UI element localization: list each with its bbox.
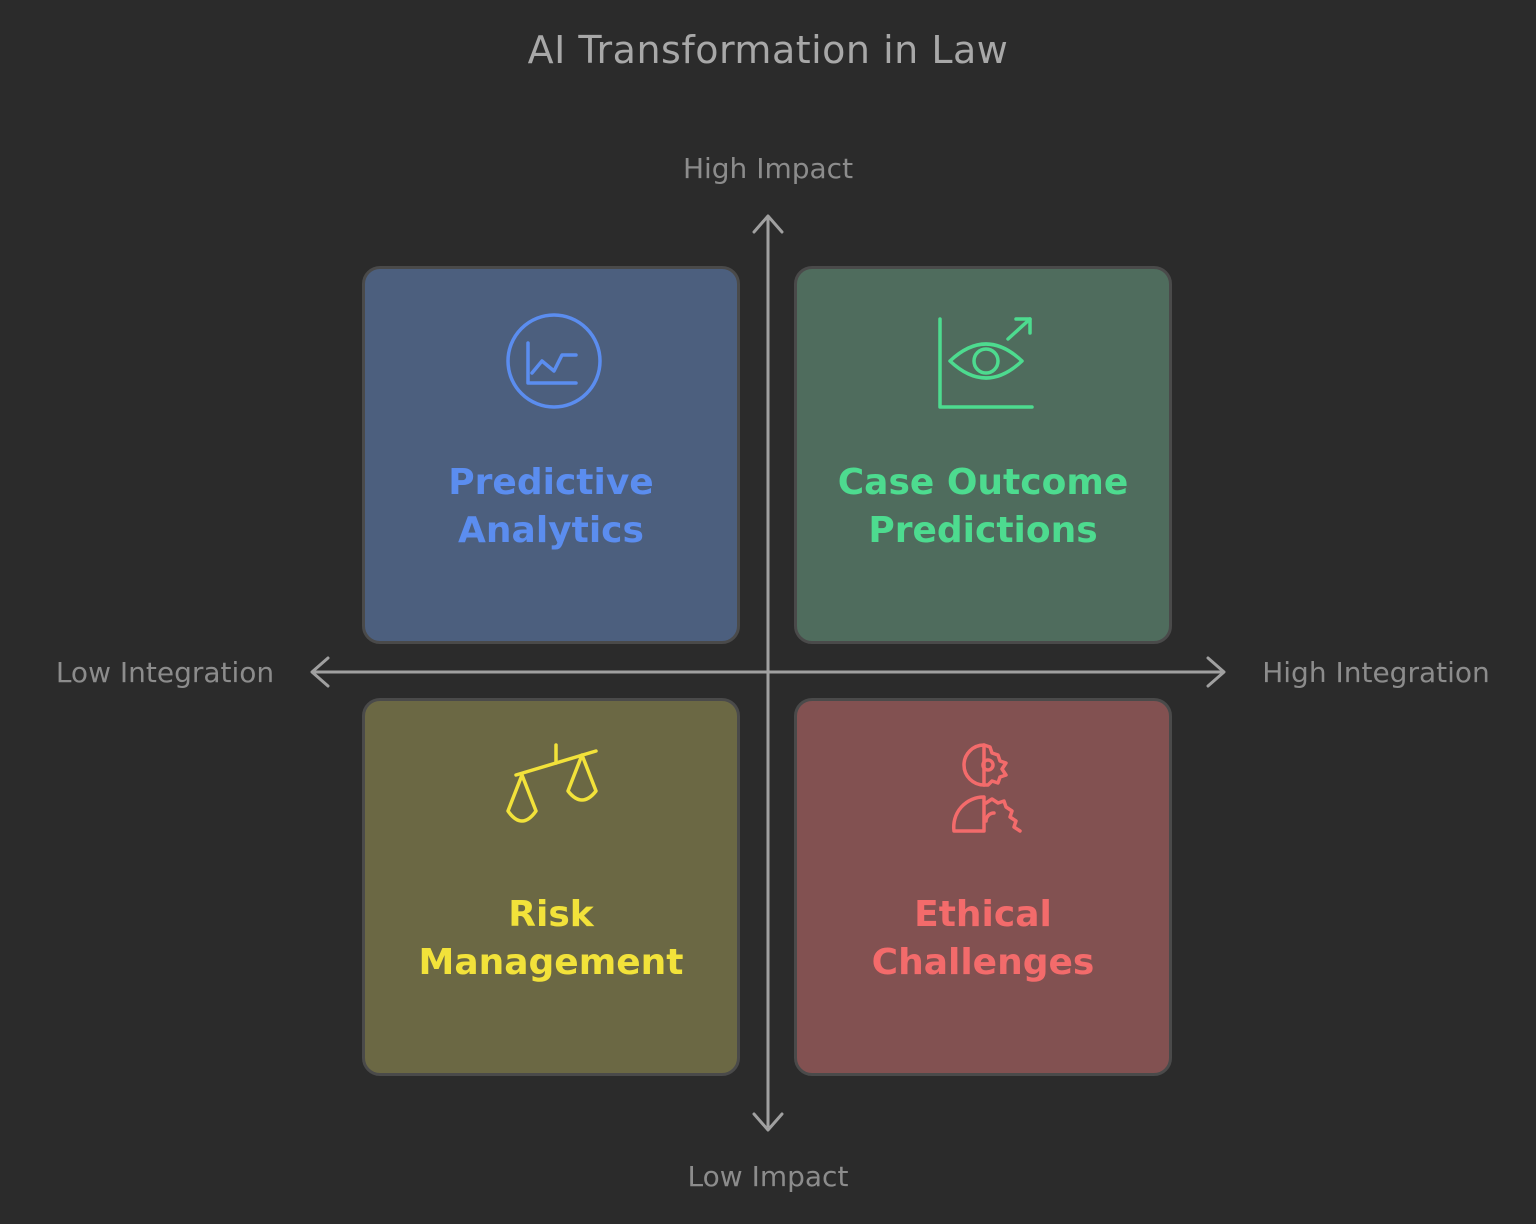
label-line: Predictive [448,462,654,503]
x-axis-left-label: Low Integration [55,656,275,689]
line-chart-circle-icon [506,313,602,409]
quadrant-risk-management: Risk Management [362,698,740,1076]
quadrant-predictive-analytics: Predictive Analytics [362,266,740,644]
label-line: Analytics [458,510,644,551]
diagram-title: AI Transformation in Law [527,28,1009,72]
quadrant-case-outcome-predictions: Case Outcome Predictions [794,266,1172,644]
label-line: Risk [508,894,594,935]
label-line: Ethical [914,894,1052,935]
label-line: Management [418,942,684,983]
balance-scale-icon [506,743,598,823]
quadrant-label-predictive-analytics: Predictive Analytics [375,459,727,555]
person-gear-icon [951,743,1022,833]
arrow-left-icon [310,656,330,688]
label-line: Predictions [868,510,1098,551]
label-line: Case Outcome [837,462,1129,503]
y-axis-bottom-label: Low Impact [687,1160,849,1193]
quadrant-label-ethical-challenges: Ethical Challenges [807,891,1159,987]
y-axis-top-label: High Impact [682,152,854,185]
eye-chart-icon [938,317,1034,409]
label-line: Challenges [871,942,1095,983]
arrow-up-icon [752,214,784,234]
arrow-down-icon [752,1112,784,1132]
quadrant-label-case-outcome-predictions: Case Outcome Predictions [807,459,1159,555]
quadrant-ethical-challenges: Ethical Challenges [794,698,1172,1076]
arrow-right-icon [1206,656,1226,688]
x-axis-right-label: High Integration [1262,656,1490,689]
quadrant-label-risk-management: Risk Management [375,891,727,987]
